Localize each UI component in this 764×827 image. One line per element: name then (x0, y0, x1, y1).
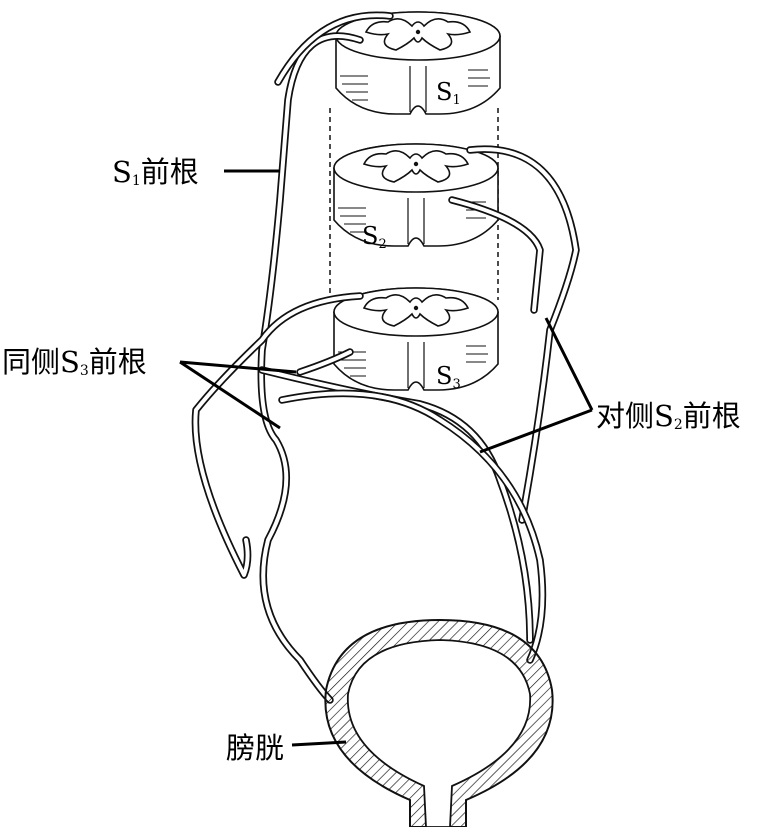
leader-ipsi-s3-b (179, 360, 281, 430)
label-ipsi-s3-root: 同侧S3前根 (2, 345, 147, 379)
segment-label-s3: S3 (436, 362, 461, 392)
s1-anterior-root-nerve (257, 11, 394, 704)
segment-label-s2: S2 (362, 222, 387, 252)
spinal-segment-s2 (333, 143, 499, 247)
label-s1-root: S1前根 (112, 155, 199, 189)
label-bladder: 膀胱 (226, 731, 284, 765)
segment-label-s1: S1 (436, 78, 461, 108)
leader-bladder (291, 740, 347, 747)
spinal-segment-s1 (335, 11, 501, 115)
leader-contra-s2-a (544, 317, 594, 411)
leader-contra-s2-b (479, 408, 593, 454)
leader-ipsi-s3-a (179, 360, 297, 374)
spinal-segment-s3 (333, 287, 499, 391)
label-contra-s2-root: 对侧S2前根 (596, 399, 741, 433)
bladder-illustration (324, 618, 554, 827)
ipsi-s3-root-nerve (191, 292, 534, 644)
